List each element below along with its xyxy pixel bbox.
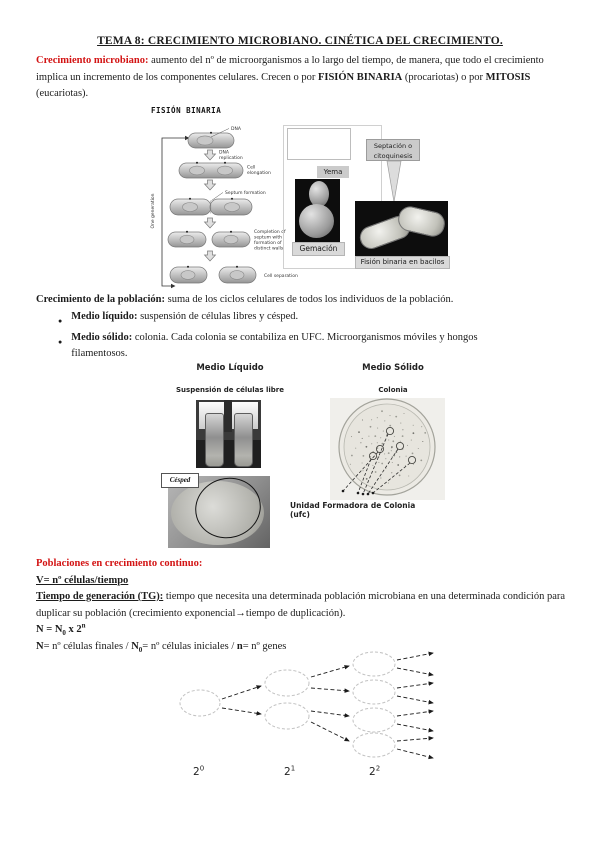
bacilli-photo — [355, 201, 448, 256]
continuous-heading: Poblaciones en crecimiento continuo: — [36, 558, 203, 569]
one-generation-bracket — [161, 137, 185, 287]
pointer-lines — [342, 433, 411, 495]
test-tubes-photo — [196, 400, 261, 468]
bullet-icon: ● — [58, 337, 63, 346]
svg-text:Completion of: Completion of — [254, 229, 286, 235]
population-paragraph: Crecimiento de la población: suma de los… — [36, 294, 454, 305]
budding-yeast-photo — [295, 179, 340, 242]
test-tube — [205, 413, 224, 467]
exponential-growth-diagram — [179, 651, 434, 760]
svg-text:formation of: formation of — [254, 240, 282, 246]
bullet-icon: ● — [58, 317, 63, 325]
svg-text:septum with: septum with — [254, 235, 282, 241]
cell-ovals — [179, 651, 396, 758]
intro-paragraph: Crecimiento microbiano: aumento del nº d… — [36, 55, 544, 99]
test-tube — [234, 413, 253, 467]
yeast-mother-cell — [299, 204, 334, 238]
colony-plate-drawing — [338, 398, 436, 496]
marked-colonies — [368, 426, 417, 465]
v-formula: V= nº células/tiempo — [36, 574, 129, 586]
cesped-photo — [168, 476, 270, 548]
svg-text:distinct walls: distinct walls — [254, 246, 284, 252]
svg-text:replication: replication — [219, 155, 243, 161]
svg-text:elongation: elongation — [247, 170, 271, 176]
list-item: ● Medio sólido: colonia. Cada colonia se… — [58, 330, 536, 363]
down-arrow-icon — [203, 149, 217, 161]
colonia-label: Colonia — [378, 386, 408, 394]
exp-label-2: 22 — [369, 764, 381, 778]
cell-shape — [178, 162, 244, 179]
exp-label-0: 20 — [193, 764, 205, 778]
population-lead: Crecimiento de la población: — [36, 294, 166, 305]
ufc-label: Unidad Formadora de Colonia (ufc) — [290, 501, 416, 519]
petri-dish — [171, 481, 264, 545]
intro-lead: Crecimiento microbiano: — [36, 55, 149, 66]
n-formula: N = N0 x 2n — [36, 621, 86, 638]
division-arrows — [221, 651, 434, 760]
bacilli-caption: Fisión binaria en bacilos — [355, 256, 450, 269]
arrow-head — [171, 283, 176, 289]
dna-label: DNA — [231, 126, 242, 132]
yema-label: Yema — [317, 166, 349, 178]
cesped-label: Césped — [161, 473, 199, 488]
solid-medium-header: Medio Sólido — [362, 363, 424, 373]
svg-text:DNA: DNA — [219, 150, 230, 156]
down-arrow-icon — [203, 179, 217, 191]
gemacion-panel — [283, 125, 382, 269]
exp-label-1: 21 — [284, 764, 296, 778]
gemacion-caption: Gemación — [292, 242, 345, 256]
page-title: TEMA 8: CRECIMIENTO MICROBIANO. CINÉTICA… — [97, 35, 503, 47]
continuous-growth-section: Poblaciones en crecimiento continuo: V= … — [36, 556, 568, 655]
down-arrow-icon — [203, 217, 217, 229]
pointer-triangle — [386, 161, 402, 203]
septum-formation-label: Septum formation — [225, 190, 266, 196]
svg-text:Cell: Cell — [247, 165, 255, 171]
suspension-label: Suspensión de células libre — [176, 386, 284, 394]
yeast-bud — [309, 181, 329, 207]
down-arrow-icon — [203, 250, 217, 262]
list-item: ● Medio líquido: suspensión de células l… — [58, 309, 536, 330]
fission-figure-title: FISIÓN BINARIA — [151, 106, 222, 115]
generation-time-paragraph: Tiempo de generación (TG): tiempo que ne… — [36, 591, 566, 619]
cell-separation-label: Cell separation — [264, 273, 298, 279]
empty-label-box — [287, 128, 351, 160]
formula-definitions: N= nº células finales / N0= nº células i… — [36, 640, 287, 654]
septacion-label: Septación o citoquinesis — [366, 139, 420, 161]
fission-flow-diagram: One generation DNA DNA replication Cell … — [150, 126, 298, 289]
media-bullet-list: ● Medio líquido: suspensión de células l… — [58, 309, 536, 363]
tg-lead: Tiempo de generación (TG): — [36, 591, 164, 602]
one-generation-label: One generation — [150, 193, 156, 228]
arrow-head — [185, 135, 190, 141]
liquid-medium-header: Medio Líquido — [196, 363, 264, 373]
colony-plate-photo — [330, 398, 445, 500]
